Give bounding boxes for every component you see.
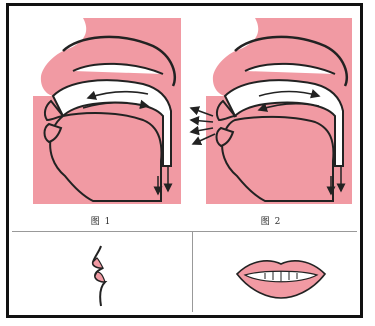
diagram-frame: 图 1 图 2 [6,3,363,318]
figure-1-caption: 图 1 [71,214,131,227]
figure-1-panel [23,16,183,206]
figure-2-panel [189,16,354,206]
lips-front-view [231,252,331,302]
head-cross-section-2 [189,16,354,206]
head-cross-section-1 [23,16,183,206]
lips-side-view [79,242,129,312]
lips-profile-panel [79,242,129,312]
figure-2-caption: 图 2 [241,214,301,227]
lower-lip-profile [95,272,105,282]
lips-front-panel [231,252,331,302]
horizontal-divider [12,231,357,232]
vertical-divider [192,232,193,312]
